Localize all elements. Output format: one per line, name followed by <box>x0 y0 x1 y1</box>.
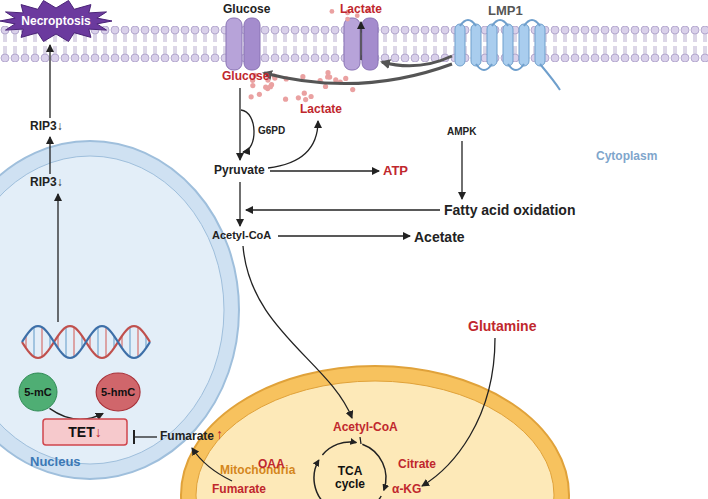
metabolite-label: Glutamine <box>468 318 536 334</box>
glucose-transporter <box>226 18 260 70</box>
gene-label: RIP3↓ <box>30 120 63 134</box>
trend-arrow: ↑ <box>216 426 223 442</box>
lactate-transporter <box>344 18 378 70</box>
necroptosis-burst: Necroptosis <box>0 0 112 42</box>
metabolite-label: Fumarate <box>160 430 214 444</box>
node-label: Necroptosis <box>0 0 112 42</box>
metabolite-label: Acetyl-CoA <box>212 229 271 242</box>
tca-cycle: TCA cycle <box>310 438 390 499</box>
node-label: 5-mC <box>18 372 58 412</box>
node-label: Nucleus <box>30 452 81 470</box>
node-label: 5-hmC <box>95 372 141 412</box>
metabolite-label: Acetyl-CoA <box>333 421 398 435</box>
metabolite-label: Pyruvate <box>214 164 265 178</box>
node-text: Nucleus <box>30 454 81 469</box>
trend-arrow: ↓ <box>95 424 102 440</box>
process-label: Fatty acid oxidation <box>444 202 575 218</box>
metabolite-label: Fumarate <box>212 483 266 497</box>
metabolite-label: Acetate <box>414 229 465 245</box>
methyl-mark: 5-mC <box>18 372 58 412</box>
node-text: TCA cycle <box>330 465 370 491</box>
node-label: TET↓ <box>42 418 128 446</box>
enzyme-label: AMPK <box>447 126 476 138</box>
node-label: TCA cycle <box>310 438 390 499</box>
lmp1-protein <box>455 20 560 90</box>
metabolite-label: OAA <box>258 458 285 472</box>
enzyme-box: TET↓ <box>42 418 128 446</box>
metabolite-label: ATP <box>383 164 408 179</box>
metabolite-label: Lactate <box>300 103 342 117</box>
protein-label: LMP1 <box>488 4 523 19</box>
node-text: Necroptosis <box>21 14 90 28</box>
hydroxymethyl-mark: 5-hmC <box>95 372 141 412</box>
region-label: Cytoplasm <box>596 150 657 164</box>
node-text: TET <box>68 424 94 440</box>
metabolite-label: Glucose <box>222 70 269 84</box>
metabolite-label: Lactate <box>340 3 382 17</box>
gene-label: RIP3↓ <box>30 176 63 190</box>
metabolite-label: Citrate <box>398 458 436 472</box>
lmp1-arrows <box>264 56 452 84</box>
nucleus: Nucleus 5-mC 5-hmC TET↓ <box>0 140 240 480</box>
metabolite-label: Glucose <box>223 3 270 17</box>
dna-helix <box>22 326 150 358</box>
metabolic-arrows <box>50 22 495 486</box>
metabolite-label: α-KG <box>392 483 421 497</box>
node-text: 5-hmC <box>101 386 135 398</box>
enzyme-label: G6PD <box>258 125 285 137</box>
metabolite-dots <box>249 7 371 102</box>
node-text: 5-mC <box>24 386 52 398</box>
